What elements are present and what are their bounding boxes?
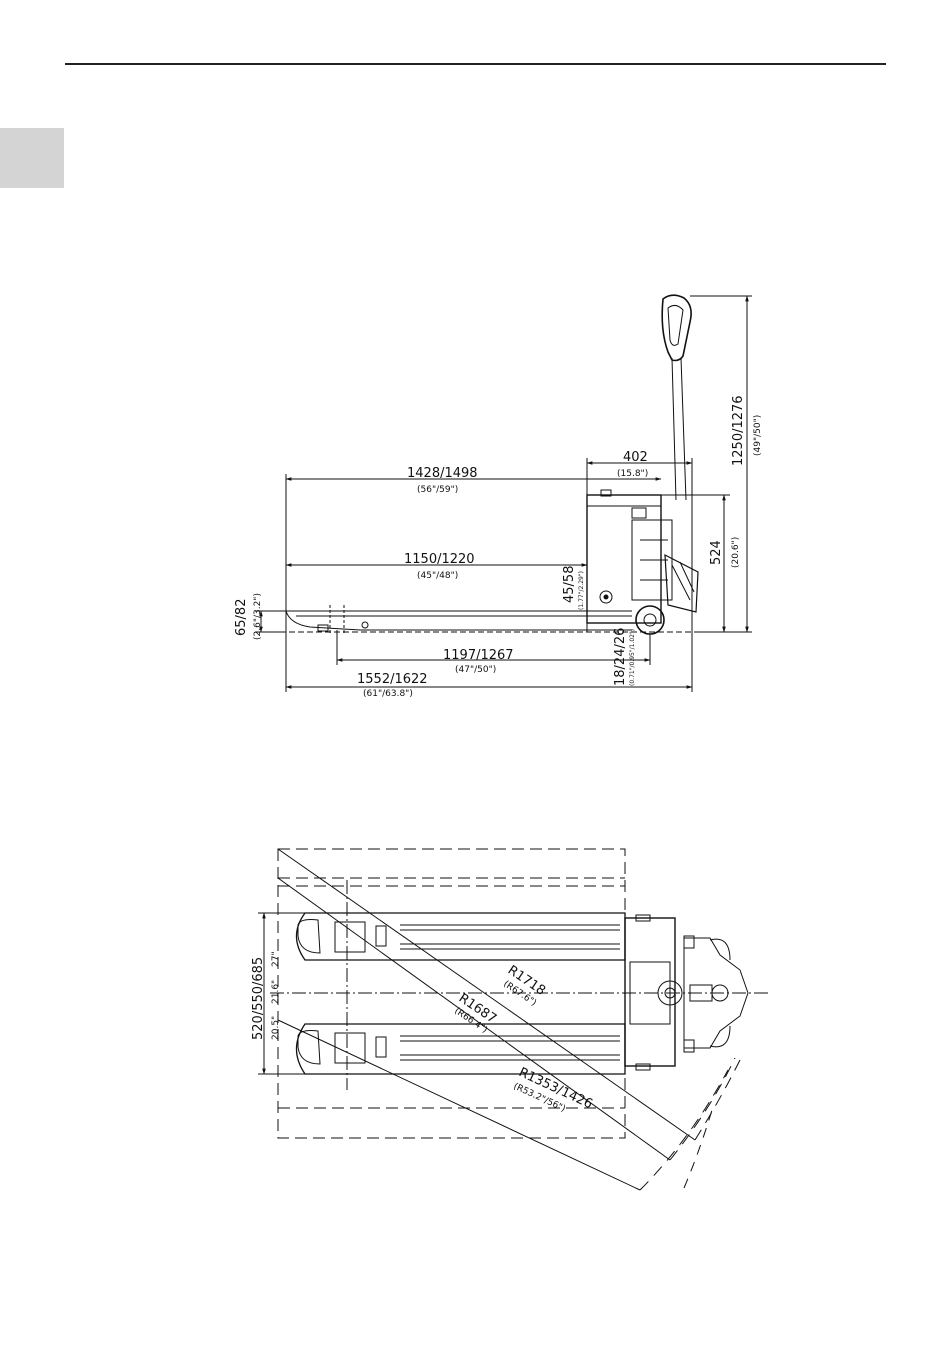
dim-overall-height-in: (49"/50") [753,415,763,456]
dim-ground-clearance: 18/24/26 [613,628,628,686]
top-view-labels: 520/550/685 20.5" 21.6" 27" R1718 (R67.6… [251,951,595,1114]
dim-fork-length: 1150/1220 [404,552,475,567]
dim-wheel-distance-in: (47"/50") [455,665,496,675]
dim-width-in-b: 21.6" [271,980,281,1004]
dim-fork-height: 65/82 [234,599,249,636]
dim-body-length-in: (15.8") [617,469,648,479]
dim-overall-height: 1250/1276 [731,395,746,466]
dim-width-in-c: 27" [271,951,281,967]
dim-mid-height: 524 [709,540,724,565]
dim-fork-height-in: (2.6"/3.2") [253,593,263,640]
dim-lift-height: 45/58 [562,566,577,603]
dim-body-length: 402 [623,450,648,465]
dim-ground-clearance-in: (0.71"/0.95"/1.02") [629,629,636,686]
dim-overall-width: 520/550/685 [251,957,266,1040]
dim-overall-length: 1552/1622 [357,672,428,687]
top-view [258,849,770,1190]
dim-overall-length-in: (61"/63.8") [363,689,413,699]
side-view [255,295,752,692]
dim-width-in-a: 20.5" [271,1016,281,1040]
dim-length-to-face: 1428/1498 [407,466,478,481]
dim-length-to-face-in: (56"/59") [417,485,458,495]
dim-mid-height-in: (20.6") [731,537,741,568]
dim-fork-length-in: (45"/48") [417,571,458,581]
dim-lift-height-in: (1.77"/2.29") [578,571,585,610]
dim-wheel-distance: 1197/1267 [443,648,514,663]
